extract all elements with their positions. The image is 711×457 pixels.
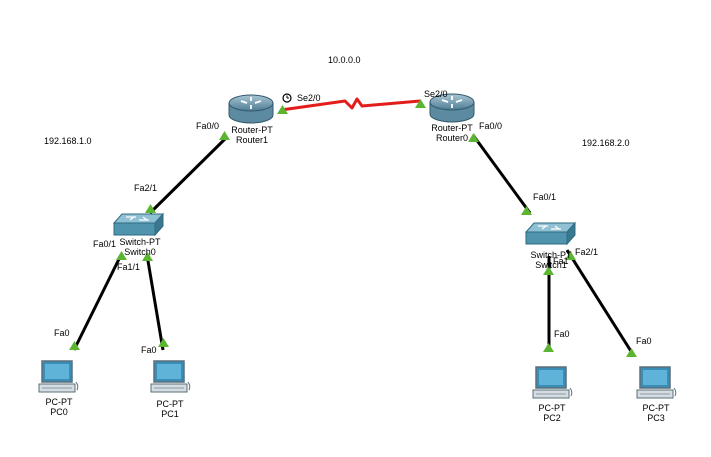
serial-link-router1-router0[interactable] [280,97,421,112]
pc-icon [38,360,79,393]
link-switch0-pc0[interactable] [72,254,123,351]
port-status-r0-fa00 [468,133,479,142]
pc-icon [150,360,191,393]
router0-type-label: Router-PT [431,123,473,133]
port-label-s1-fa21: Fa2/1 [575,247,599,257]
pc3[interactable] [636,366,678,400]
pc0[interactable] [38,360,80,394]
pc1-type-label: PC-PT [156,399,184,409]
link-router1-switch0[interactable] [148,136,228,215]
port-status-s1-fa1 [543,266,554,275]
port-label-pc1-fa0: Fa0 [141,345,157,355]
pc1-name-label: PC1 [161,409,179,419]
pc0-type-label: PC-PT [45,397,73,407]
router-icon [228,94,274,124]
router0-name-label: Router0 [435,133,469,143]
port-status-s0-fa11 [142,252,153,261]
port-label-r0-fa00: Fa0/0 [479,121,503,131]
port-label-s1-fa1: Fa1 [553,256,569,266]
port-status-r0-se20 [415,99,426,108]
pc2-type-label: PC-PT [538,403,566,413]
port-status-s0-fa21 [145,204,156,213]
network-label-lan2: 192.168.2.0 [580,137,632,149]
pc3-name-label: PC3 [647,413,665,423]
switch0-name-label: Switch0 [124,247,156,257]
port-label-r1-fa00: Fa0/0 [196,121,220,131]
port-label-pc0-fa0: Fa0 [54,328,70,338]
port-status-s1-fa21 [565,251,576,260]
network-label-wan: 10.0.0.0 [326,54,363,66]
port-label-s1-fa01: Fa0/1 [533,192,557,202]
port-status-s1-fa01 [521,206,532,215]
router1-type-label: Router-PT [231,125,273,135]
router-icon [429,93,475,123]
port-status-pc0 [69,341,80,350]
port-label-pc2-fa0: Fa0 [554,329,570,339]
link-router0-switch1[interactable] [471,134,532,214]
port-status-r1-fa00 [219,131,230,140]
switch1-name-label: Switch1 [535,260,567,270]
switch1-type-label: Switch-PT [530,250,572,260]
switch-icon [112,212,165,237]
switch1[interactable] [524,221,577,246]
clock-icon [282,93,292,103]
port-status-pc3 [626,348,637,357]
network-label-lan1: 192.168.1.0 [42,135,94,147]
port-label-s0-fa11: Fa1/1 [117,262,141,272]
port-label-r0-se20: Se2/0 [424,89,448,99]
router1-name-label: Router1 [235,135,269,145]
router0[interactable] [428,92,476,124]
pc-icon [532,366,573,399]
port-status-pc2 [543,343,554,352]
pc-icon [636,366,677,399]
port-status-r1-se20 [277,105,288,114]
switch0-type-label: Switch-PT [119,237,161,247]
pc3-type-label: PC-PT [642,403,670,413]
switch0[interactable] [112,212,165,237]
router1[interactable] [227,93,275,125]
pc1[interactable] [150,360,192,394]
port-label-r1-se20: Se2/0 [297,93,321,103]
switch-icon [524,221,577,246]
pc0-name-label: PC0 [50,407,68,417]
port-label-s0-fa21: Fa2/1 [134,183,158,193]
link-switch0-pc1[interactable] [145,254,165,351]
link-switch1-pc3[interactable] [565,249,636,357]
pc2[interactable] [532,366,574,400]
port-label-pc3-fa0: Fa0 [636,336,652,346]
port-status-s0-fa01 [116,251,127,260]
pc2-name-label: PC2 [543,413,561,423]
port-label-s0-fa01: Fa0/1 [93,239,117,249]
port-status-pc1 [158,338,169,347]
